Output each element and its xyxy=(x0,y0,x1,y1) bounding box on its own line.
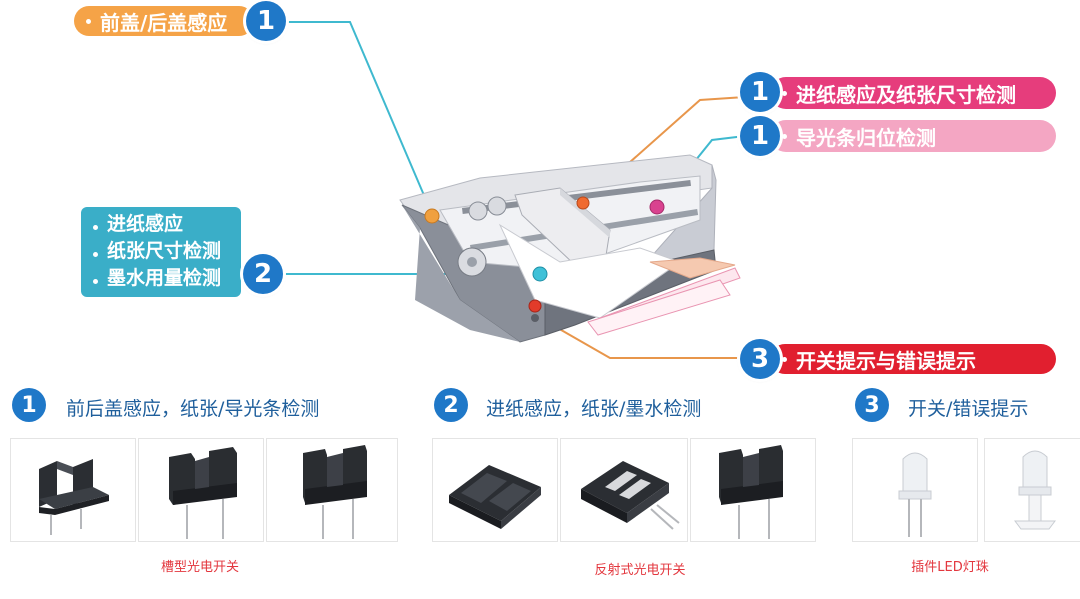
section-1-title: 前后盖感应，纸张/导光条检测 xyxy=(66,398,320,420)
output-paper-3 xyxy=(649,257,736,279)
section-2-caption: 反射式光电开关 xyxy=(594,563,686,578)
callout-paper-ink-line-3: 墨水用量检测 xyxy=(81,265,241,292)
callout-switch-badge: 3 xyxy=(740,339,780,379)
component-card-led-2 xyxy=(984,438,1080,542)
section-2-title: 进纸感应，纸张/墨水检测 xyxy=(486,398,702,420)
component-card-reflective-2 xyxy=(560,438,688,542)
section-3-title: 开关/错误提示 xyxy=(908,398,1029,420)
callout-light-bar-label: 导光条归位检测 xyxy=(770,120,1056,152)
connector-cover xyxy=(255,21,433,215)
component-card-reflective-1 xyxy=(432,438,558,542)
output-paper-2 xyxy=(587,279,731,336)
callout-paper-feed-label: 进纸感应及纸张尺寸检测 xyxy=(770,77,1056,109)
callout-paper-feed-text: 进纸感应及纸张尺寸检测 xyxy=(796,82,1016,107)
callout-paper-ink-badge: 2 xyxy=(243,254,283,294)
callout-cover-text: 前盖/后盖感应 xyxy=(100,10,228,35)
printer-illustration xyxy=(255,21,746,359)
bullet-dot xyxy=(782,90,787,96)
component-card-slot-3 xyxy=(266,438,398,542)
section-1-badge: 1 xyxy=(12,388,46,422)
sensor-light-bar xyxy=(649,199,665,215)
sensor-cover xyxy=(424,208,440,224)
callout-paper-ink-box: 进纸感应 纸张尺寸检测 墨水用量检测 xyxy=(81,207,241,297)
component-card-slot-1 xyxy=(10,438,136,542)
section-3-caption: 插件LED灯珠 xyxy=(911,560,989,575)
section-2-badge: 2 xyxy=(434,388,468,422)
bullet-dot xyxy=(86,18,91,24)
callout-paper-ink-line-2: 纸张尺寸检测 xyxy=(81,238,241,265)
callout-cover-badge: 1 xyxy=(246,1,286,41)
section-1-caption: 槽型光电开关 xyxy=(160,560,239,575)
bullet-dot xyxy=(782,356,787,362)
section-3-badge: 3 xyxy=(855,388,889,422)
callout-light-bar-text: 导光条归位检测 xyxy=(796,125,936,150)
component-card-slot-2 xyxy=(138,438,264,542)
callout-paper-ink-line-1: 进纸感应 xyxy=(81,211,241,238)
bullet-dot xyxy=(782,133,787,139)
callout-light-bar-badge: 1 xyxy=(740,116,780,156)
callout-switch-text: 开关提示与错误提示 xyxy=(796,348,976,373)
callout-switch-label: 开关提示与错误提示 xyxy=(770,344,1056,374)
sensor-led xyxy=(528,299,542,313)
component-card-reflective-3 xyxy=(690,438,816,542)
component-card-led-1 xyxy=(852,438,978,542)
callout-paper-feed-badge: 1 xyxy=(740,72,780,112)
sensor-paper-ink xyxy=(532,266,548,282)
sensor-paper-feed xyxy=(576,196,590,210)
callout-cover-label: 前盖/后盖感应 xyxy=(74,6,254,36)
